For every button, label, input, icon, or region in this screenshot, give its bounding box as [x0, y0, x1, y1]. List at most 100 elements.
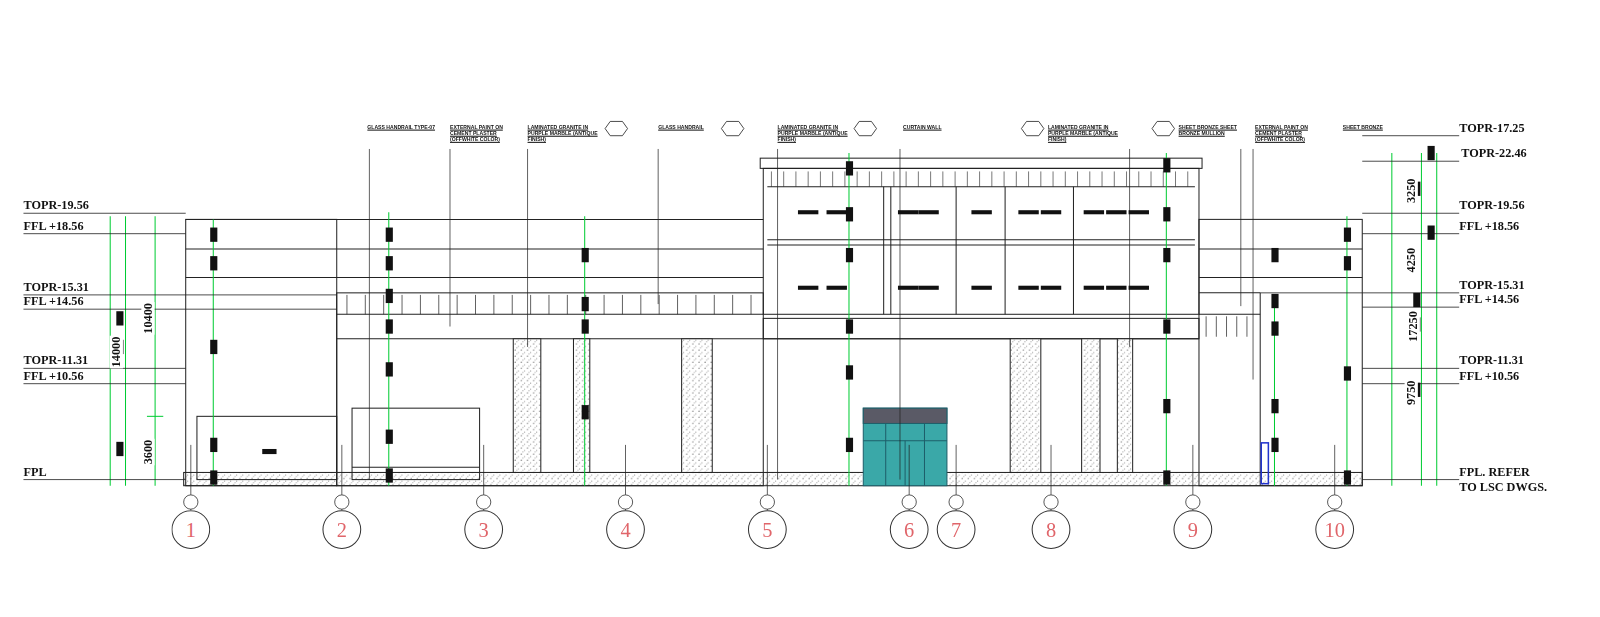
- dimension: 4250: [1405, 247, 1418, 274]
- railing-post: [967, 171, 968, 186]
- railing-post: [1028, 171, 1029, 186]
- grid-line: [483, 445, 484, 495]
- level-marker: [116, 442, 123, 456]
- balustrade-post: [438, 295, 439, 314]
- grid-bubble-small: [1186, 495, 1200, 509]
- railing-post: [1126, 171, 1127, 186]
- balustrade-post: [604, 295, 605, 314]
- grid-bubble: 9: [1173, 510, 1212, 549]
- window-handle: [1018, 210, 1038, 214]
- balustrade-post: [1226, 316, 1227, 336]
- railing-post: [1138, 171, 1139, 186]
- grid-line: [1334, 445, 1335, 495]
- dimension: 3250: [1405, 178, 1418, 205]
- grid-bubble-small: [1044, 495, 1058, 509]
- balustrade-post: [751, 295, 752, 314]
- level-marker: [1163, 158, 1170, 172]
- level-marker: [210, 340, 217, 354]
- material-note: LAMINATED GRANITE IN PURPLE MARBLE (ANTI…: [528, 123, 601, 141]
- railing-post: [906, 171, 907, 186]
- railing-post: [1102, 171, 1103, 186]
- level-marker: [1271, 438, 1278, 452]
- window-handle: [918, 286, 938, 290]
- dimension: 9750: [1405, 380, 1418, 407]
- level-marker: [1271, 321, 1278, 335]
- railing-post: [857, 171, 858, 186]
- window-handle: [971, 286, 991, 290]
- material-note: EXTERNAL PAINT ON CEMENT PLASTER (OFFWHI…: [450, 123, 523, 141]
- level-marker: [1163, 470, 1170, 484]
- railing-post: [1004, 171, 1005, 186]
- level-label: TOPR-15.31: [1459, 278, 1524, 292]
- grid-line: [767, 445, 768, 495]
- window-handle: [1129, 286, 1149, 290]
- level-marker: [846, 365, 853, 379]
- railing-post: [869, 171, 870, 186]
- balustrade-post: [1236, 316, 1237, 336]
- balustrade-post: [493, 295, 494, 314]
- balustrade-post: [548, 295, 549, 314]
- railing-post: [1053, 171, 1054, 186]
- level-lines: [23, 136, 1459, 480]
- grid-number: 8: [1046, 519, 1056, 539]
- grid-bubble-small: [335, 495, 349, 509]
- balustrade-post: [695, 295, 696, 314]
- level-label: FFL +18.56: [1459, 218, 1519, 232]
- railing-post: [1016, 171, 1017, 186]
- level-label: FFL +10.56: [23, 368, 83, 382]
- window-handle: [1041, 210, 1061, 214]
- level-label: TOPR-11.31: [23, 353, 88, 367]
- dimension: 10400: [141, 302, 154, 335]
- level-marker: [846, 248, 853, 262]
- window-handle: [827, 210, 847, 214]
- railing-post: [771, 171, 772, 186]
- level-label: FPL: [23, 464, 46, 478]
- grid-number: 1: [186, 519, 196, 539]
- window-handle: [1106, 286, 1126, 290]
- level-label: FFL +10.56: [1459, 368, 1519, 382]
- level-marker: [386, 430, 393, 444]
- grid-bubble-small: [618, 495, 632, 509]
- balustrade-post: [365, 295, 366, 314]
- level-marker: [210, 438, 217, 452]
- level-label: TOPR-22.46: [1461, 146, 1526, 160]
- level-label: TOPR-15.31: [23, 280, 88, 294]
- grid-bubble: 10: [1315, 510, 1354, 549]
- grid-bubble-small: [1328, 495, 1342, 509]
- level-marker: [1428, 226, 1435, 240]
- grid-line: [190, 445, 191, 495]
- grid-bubble: 5: [748, 510, 787, 549]
- window-handle: [1041, 286, 1061, 290]
- level-marker: [210, 470, 217, 484]
- railing-post: [1151, 171, 1152, 186]
- level-label: TOPR-19.56: [1459, 198, 1524, 212]
- grid-bubble: 4: [606, 510, 645, 549]
- grid-number: 10: [1324, 519, 1344, 539]
- railing-post: [942, 171, 943, 186]
- dimension-lines: [110, 153, 1437, 486]
- level-marker: [1163, 248, 1170, 262]
- grid-number: 4: [620, 519, 630, 539]
- balustrade-post: [732, 295, 733, 314]
- level-marker: [582, 405, 589, 419]
- railing-post: [1114, 171, 1115, 186]
- balustrade-post: [640, 295, 641, 314]
- level-label: TOPR-11.31: [1459, 353, 1524, 367]
- window-handle: [798, 286, 818, 290]
- balustrade-post: [457, 295, 458, 314]
- grid-line: [1192, 445, 1193, 495]
- level-marker: [1163, 319, 1170, 333]
- grid-line: [341, 445, 342, 495]
- grid-bubble-small: [902, 495, 916, 509]
- level-marker: [1163, 399, 1170, 413]
- level-label: TO LSC DWGS.: [1459, 480, 1547, 494]
- generated-details: [116, 146, 1434, 510]
- grid-bubble: 8: [1032, 510, 1071, 549]
- window-handle: [1018, 286, 1038, 290]
- level-marker: [116, 311, 123, 325]
- level-label: TOPR-19.56: [23, 198, 88, 212]
- railing-post: [808, 171, 809, 186]
- railing-post: [1089, 171, 1090, 186]
- window-handle: [1084, 286, 1104, 290]
- material-note: GLASS HANDRAIL TYPE-07: [367, 123, 440, 129]
